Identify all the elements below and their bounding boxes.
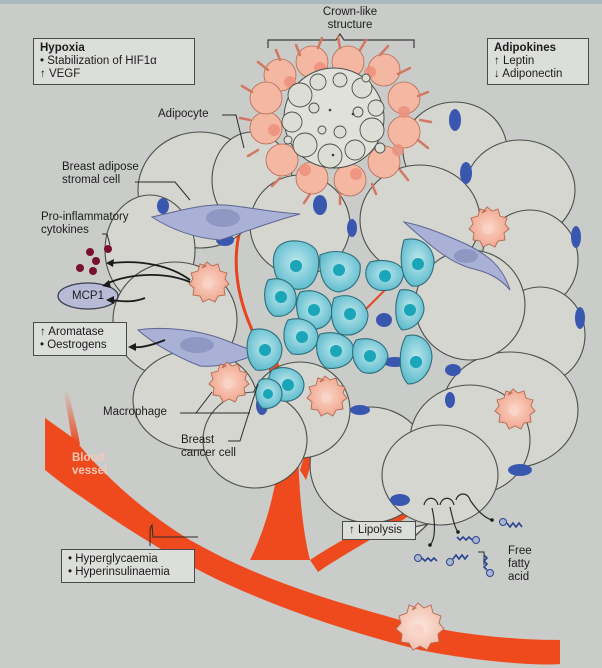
pro-inflammatory-cytokines bbox=[76, 245, 112, 275]
hypoxia-item: • Stabilization of HIF1α bbox=[40, 55, 157, 67]
top-edge bbox=[0, 0, 602, 4]
crown-label-line2: structure bbox=[327, 19, 373, 31]
adipokines-box: Adipokines ↑ Leptin ↓ Adiponectin bbox=[487, 38, 589, 85]
stromal-label-line1: Breast adipose bbox=[62, 161, 139, 173]
secretion-arrows bbox=[105, 261, 191, 349]
cancer-label-line2: cancer cell bbox=[181, 447, 236, 459]
hypoxia-heading: Hypoxia bbox=[40, 42, 85, 54]
breast-cancer-cell-label: Breast cancer cell bbox=[181, 434, 236, 460]
free-fatty-acid-label: Free fatty acid bbox=[508, 545, 532, 584]
arrow-heads bbox=[102, 259, 136, 351]
adipokines-heading: Adipokines bbox=[494, 42, 556, 54]
macrophages bbox=[188, 206, 536, 651]
hypoxia-item: ↑ VEGF bbox=[40, 68, 81, 80]
metabolic-item: • Hyperglycaemia bbox=[68, 553, 158, 565]
lipolysis-box: ↑ Lipolysis bbox=[342, 521, 416, 540]
adipokines-item: ↓ Adiponectin bbox=[494, 68, 563, 80]
cytokines-label-line2: cytokines bbox=[41, 224, 89, 236]
adipocyte-nuclei bbox=[157, 109, 585, 506]
free-fatty-acids bbox=[414, 518, 523, 577]
cancer-label-line1: Breast bbox=[181, 434, 215, 446]
cytokines-label: Pro-inflammatory cytokines bbox=[41, 211, 129, 237]
ffa-label-line1: Free bbox=[508, 545, 532, 557]
vessel-label-line2: vessel bbox=[72, 465, 108, 477]
blood-vessel-label: Blood vessel bbox=[72, 452, 107, 478]
metabolic-item: • Hyperinsulinaemia bbox=[68, 566, 170, 578]
ffa-label-line2: fatty bbox=[508, 558, 530, 570]
crown-like-structure-label: Crown-like structure bbox=[310, 6, 390, 32]
aromatase-box: ↑ Aromatase • Oestrogens bbox=[33, 322, 127, 356]
macrophage-label: Macrophage bbox=[103, 406, 167, 418]
lipid-dots bbox=[428, 518, 494, 547]
mcp1-label: MCP1 bbox=[72, 290, 104, 302]
stromal-cell-label: Breast adipose stromal cell bbox=[62, 161, 139, 187]
stromal-label-line2: stromal cell bbox=[62, 174, 121, 186]
vessel-label-line1: Blood bbox=[72, 452, 105, 464]
adipokines-item: ↑ Leptin bbox=[494, 55, 535, 67]
lipolysis-pointer bbox=[413, 522, 431, 538]
crown-label-line1: Crown-like bbox=[322, 6, 378, 18]
mcp1-badge bbox=[57, 282, 119, 310]
cytokines-label-line1: Pro-inflammatory bbox=[41, 211, 129, 223]
crown-like-structure bbox=[238, 32, 433, 206]
aromatase-item: ↑ Aromatase bbox=[40, 326, 104, 338]
ffa-label-line3: acid bbox=[508, 571, 530, 583]
adipocyte-label: Adipocyte bbox=[158, 108, 209, 120]
metabolic-box: • Hyperglycaemia • Hyperinsulinaemia bbox=[61, 549, 195, 583]
aromatase-item: • Oestrogens bbox=[40, 339, 107, 351]
stromal-nuclei bbox=[180, 209, 478, 353]
cancer-nuclei bbox=[259, 258, 424, 399]
leader-lines bbox=[102, 114, 485, 565]
hypoxia-box: Hypoxia • Stabilization of HIF1α ↑ VEGF bbox=[33, 38, 195, 85]
